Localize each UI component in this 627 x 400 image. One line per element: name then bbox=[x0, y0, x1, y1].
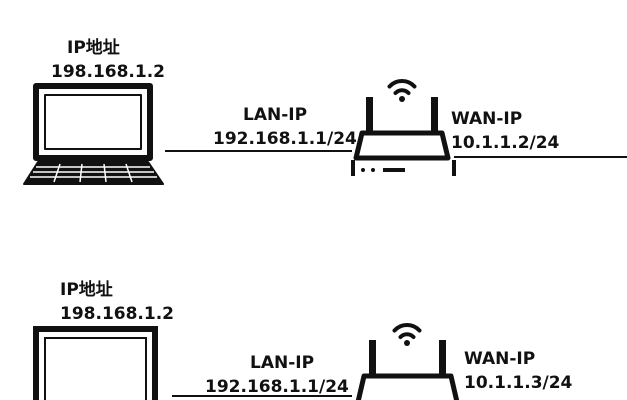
lan-ip-label: LAN-IP bbox=[243, 105, 308, 125]
diagram-bottom bbox=[33, 323, 460, 400]
lan-ip-address: 192.168.1.1/24 bbox=[205, 377, 349, 397]
lan-ip-address: 192.168.1.1/24 bbox=[213, 129, 357, 149]
router-icon bbox=[351, 97, 456, 176]
pc-ip-label: IP地址 bbox=[67, 38, 120, 58]
router-icon bbox=[355, 340, 460, 400]
wan-ip-address: 10.1.1.2/24 bbox=[451, 133, 560, 153]
laptop-icon bbox=[33, 326, 158, 400]
diagram-top bbox=[23, 79, 627, 185]
pc-ip-address: 198.168.1.2 bbox=[60, 304, 175, 324]
wan-ip-label: WAN-IP bbox=[464, 349, 536, 369]
pc-ip-label: IP地址 bbox=[60, 280, 113, 300]
wan-ip-label: WAN-IP bbox=[451, 109, 523, 129]
wan-ip-address: 10.1.1.3/24 bbox=[464, 373, 573, 393]
wifi-icon bbox=[387, 79, 417, 102]
laptop-icon bbox=[23, 83, 164, 185]
pc-ip-address: 198.168.1.2 bbox=[51, 62, 166, 82]
wifi-icon bbox=[392, 323, 422, 346]
lan-ip-label: LAN-IP bbox=[250, 353, 315, 373]
